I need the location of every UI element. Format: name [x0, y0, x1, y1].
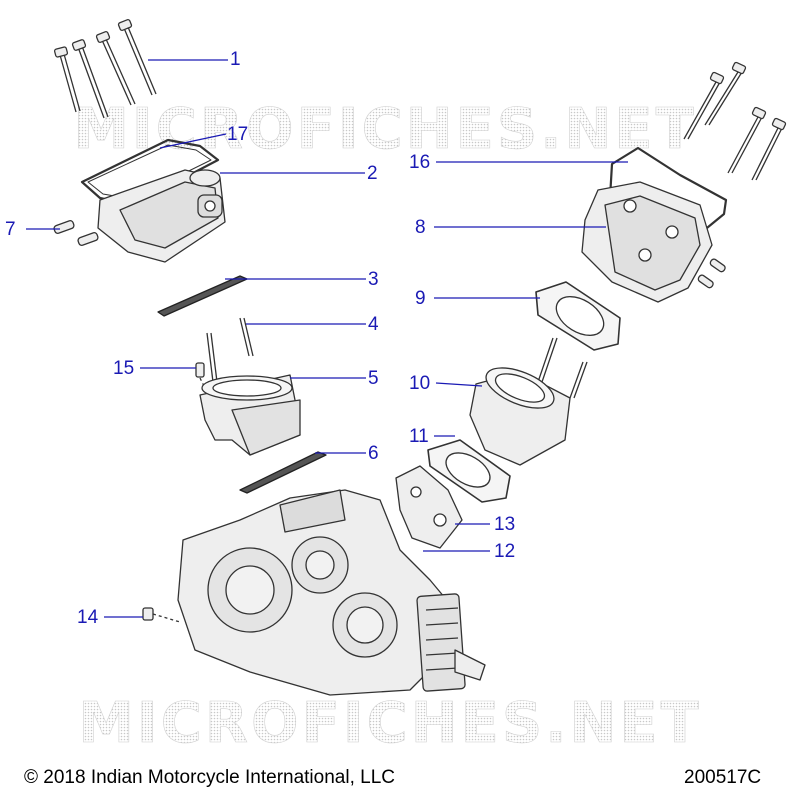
- cylinder-studs-front: [537, 337, 588, 399]
- callout-4: 4: [368, 314, 379, 335]
- svg-text:MICROFICHES.NET: MICROFICHES.NET: [73, 97, 697, 162]
- diagram-id: 200517C: [684, 767, 762, 788]
- cylinder-front: [469, 367, 571, 466]
- head-bolts-right: [683, 61, 787, 181]
- callout-5: 5: [368, 368, 379, 389]
- callout-10: 10: [409, 373, 431, 394]
- base-gasket-rear: [239, 451, 327, 494]
- callout-15: 15: [113, 358, 135, 379]
- callout-7: 7: [5, 219, 16, 240]
- callout-6: 6: [368, 443, 379, 464]
- watermark-top: MICROFICHES.NET: [73, 97, 697, 163]
- crankcase-bolt: [142, 607, 181, 623]
- callout-3: 3: [368, 269, 379, 290]
- cylinder-head-front: [581, 181, 713, 303]
- callout-17: 17: [227, 124, 249, 145]
- watermark-bottom: MICROFICHES.NET: [78, 691, 702, 757]
- head-bolts-left: [53, 18, 157, 119]
- cylinder-studs-rear: [206, 317, 254, 383]
- callout-16: 16: [409, 152, 431, 173]
- callout-8: 8: [415, 217, 426, 238]
- cylinder-rear: [199, 374, 301, 456]
- callout-2: 2: [367, 163, 378, 184]
- crankcase: [177, 489, 486, 696]
- head-gasket-rear: [157, 275, 248, 317]
- cylinder-head-rear: [97, 169, 226, 263]
- valve-cover-gasket-left: [80, 138, 220, 207]
- dowel-pins-left: [53, 220, 99, 246]
- head-gasket-front: [535, 281, 621, 351]
- engine-bracket: [395, 465, 463, 549]
- leader-lines: [26, 59, 628, 618]
- callout-14: 14: [77, 607, 99, 628]
- copyright-text: © 2018 Indian Motorcycle International, …: [24, 767, 395, 788]
- callout-11: 11: [409, 426, 429, 447]
- svg-text:MICROFICHES.NET: MICROFICHES.NET: [78, 691, 702, 756]
- callout-1: 1: [230, 49, 241, 70]
- callout-12: 12: [494, 541, 516, 562]
- dowel-pins-right: [697, 258, 726, 289]
- callout-9: 9: [415, 288, 426, 309]
- base-gasket-front: [427, 439, 511, 503]
- callout-13: 13: [494, 514, 516, 535]
